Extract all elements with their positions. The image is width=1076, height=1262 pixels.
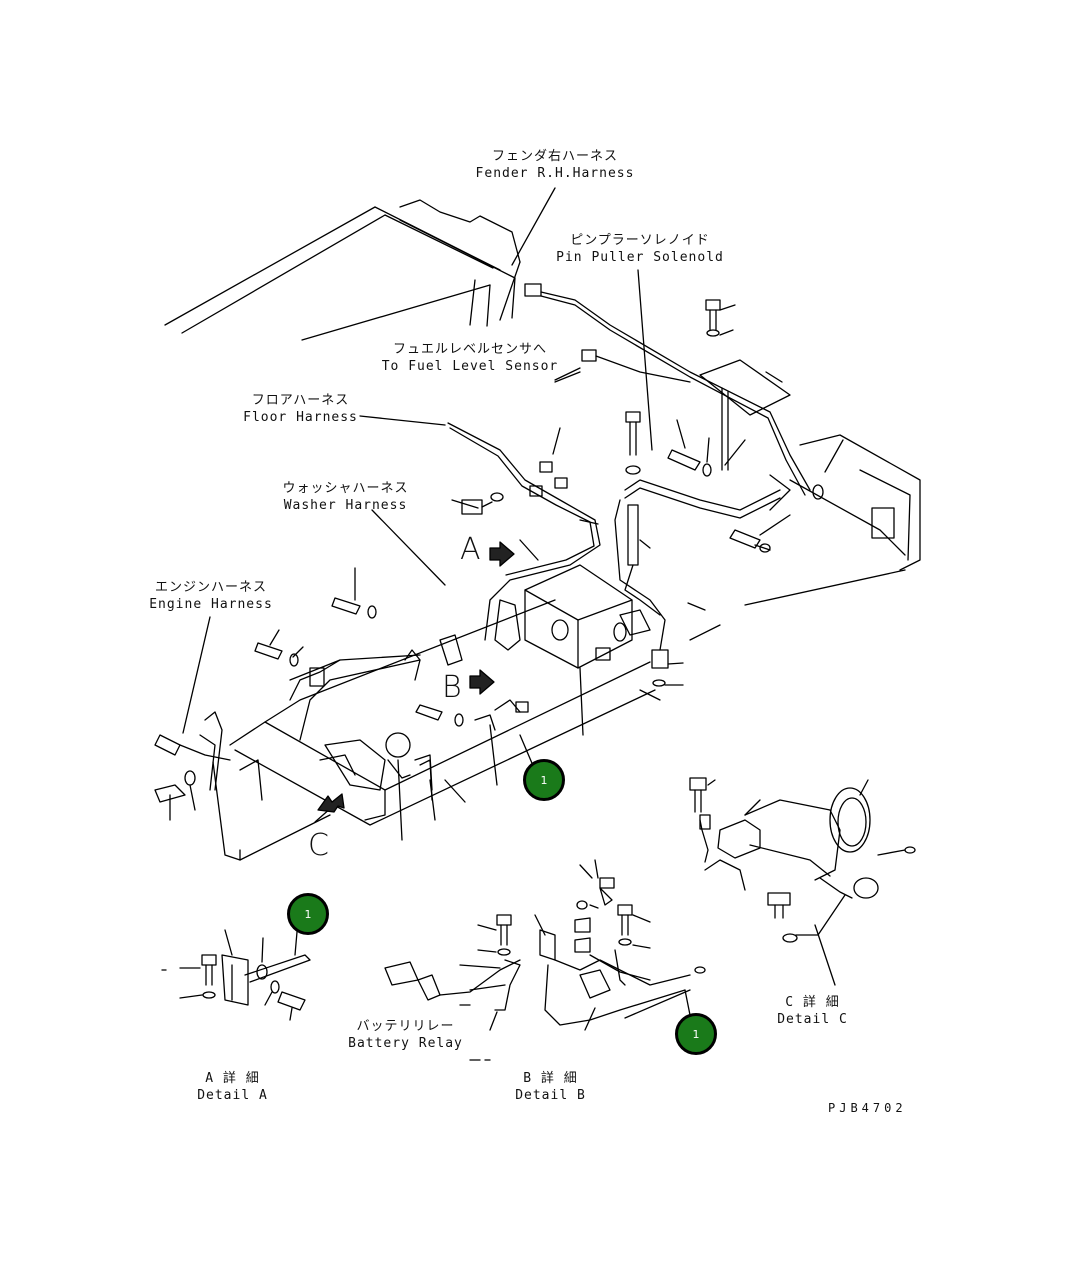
- callout-1-detail-b: 1: [675, 1013, 717, 1055]
- engine-jp: エンジンハーネス: [154, 580, 267, 595]
- engine-harness-area: [154, 711, 433, 803]
- washer-jp: ウォッシャハーネス: [282, 481, 409, 496]
- detail-c-jp: C 詳 細: [785, 995, 840, 1010]
- washer-harness-label: ウォッシャハーネス Washer Harness: [278, 480, 413, 514]
- leader-lines: [169, 187, 844, 841]
- view-letter-b: B: [442, 670, 462, 705]
- detail-c-drawing: [689, 777, 916, 986]
- detail-c-label: C 詳 細 Detail C: [770, 994, 855, 1028]
- floor-en: Floor Harness: [243, 410, 358, 425]
- detail-a-jp: A 詳 細: [205, 1071, 260, 1086]
- fender-rh-jp: フェンダ右ハーネス: [491, 149, 618, 164]
- battery-relay-label: バッテリリレー Battery Relay: [343, 1018, 468, 1052]
- main-frame: [212, 599, 656, 861]
- detail-b-jp: B 詳 細: [523, 1071, 578, 1086]
- callout-1-main: 1: [523, 759, 565, 801]
- fender-frame: [164, 199, 521, 341]
- callout-1-detail-a: 1: [287, 893, 329, 935]
- battery-relay-en: Battery Relay: [348, 1036, 463, 1051]
- detail-b-en: Detail B: [515, 1088, 586, 1103]
- washer-en: Washer Harness: [283, 498, 408, 513]
- fuel-level-en: To Fuel Level Sensor: [381, 359, 559, 374]
- battery-relay-jp: バッテリリレー: [356, 1019, 455, 1034]
- right-tank: [744, 434, 921, 606]
- central-control-box: [494, 564, 633, 669]
- detail-b-label: B 詳 細 Detail B: [508, 1070, 593, 1104]
- drawing-code: PJB4702: [828, 1101, 907, 1115]
- pin-puller-harness: [524, 283, 811, 496]
- pin-puller-jp: ピンプラーソレノイド: [570, 233, 710, 248]
- detail-a-label: A 詳 細 Detail A: [190, 1070, 275, 1104]
- fender-rh-harness-label: フェンダ右ハーネス Fender R.H.Harness: [470, 148, 640, 182]
- view-arrows: [317, 541, 515, 813]
- fuel-level-sensor-label: フュエルレベルセンサへ To Fuel Level Sensor: [375, 341, 565, 375]
- detail-b-drawing: [161, 859, 706, 1061]
- view-letter-c: C: [308, 828, 329, 863]
- detail-c-en: Detail C: [777, 1012, 848, 1027]
- floor-jp: フロアハーネス: [251, 393, 350, 408]
- detail-a-en: Detail A: [197, 1088, 268, 1103]
- pin-puller-solenoid-label: ピンプラーソレノイド Pin Puller Solenold: [550, 232, 730, 266]
- fuel-level-jp: フュエルレベルセンサへ: [392, 342, 547, 357]
- fender-rh-en: Fender R.H.Harness: [475, 166, 635, 181]
- bolt-group-mid: [254, 597, 669, 727]
- engine-harness-label: エンジンハーネス Engine Harness: [145, 579, 277, 613]
- floor-harness: [447, 422, 601, 641]
- view-letter-a: A: [460, 532, 481, 567]
- detail-a-drawing: [179, 929, 311, 1021]
- bolt-group-upper: [625, 299, 721, 477]
- engine-en: Engine Harness: [149, 597, 273, 612]
- pin-puller-en: Pin Puller Solenold: [556, 250, 724, 265]
- right-pipe: [614, 474, 791, 651]
- floor-harness-label: フロアハーネス Floor Harness: [238, 392, 363, 426]
